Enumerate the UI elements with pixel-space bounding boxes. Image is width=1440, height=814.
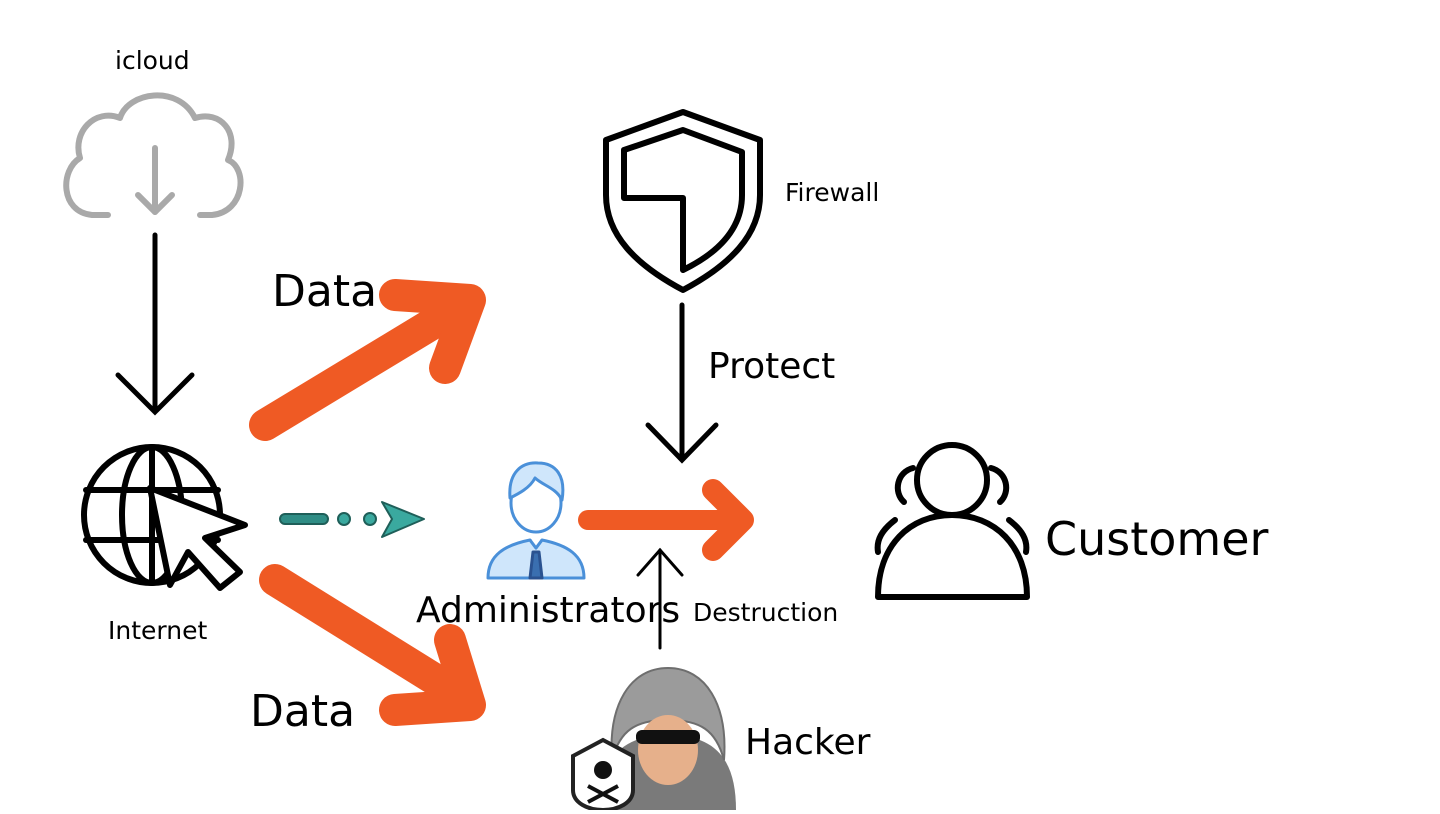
internet-label: Internet <box>108 616 208 645</box>
shield-icon <box>603 109 763 293</box>
user-group-icon <box>874 442 1030 600</box>
protect-arrow <box>645 302 719 464</box>
customer-label: Customer <box>1045 512 1269 566</box>
data-arrow-up <box>249 279 486 441</box>
admin-to-customer-arrow <box>578 479 754 561</box>
administrators-label: Administrators <box>416 590 681 631</box>
globe-cursor-icon <box>81 444 248 591</box>
cloud-to-internet-arrow <box>115 232 195 416</box>
destruction-arrow <box>636 547 684 650</box>
data-arrow-down <box>259 564 486 726</box>
cloud-download-icon <box>63 92 244 218</box>
hacker-icon <box>571 666 736 813</box>
hacker-label: Hacker <box>745 722 871 763</box>
data-top-label: Data <box>272 266 378 317</box>
dashed-arrow <box>279 501 425 538</box>
data-bottom-label: Data <box>250 686 356 737</box>
admin-person-icon <box>486 461 586 580</box>
firewall-label: Firewall <box>785 178 880 207</box>
protect-label: Protect <box>708 346 836 387</box>
icloud-label: icloud <box>115 46 190 75</box>
destruction-label: Destruction <box>693 598 839 627</box>
